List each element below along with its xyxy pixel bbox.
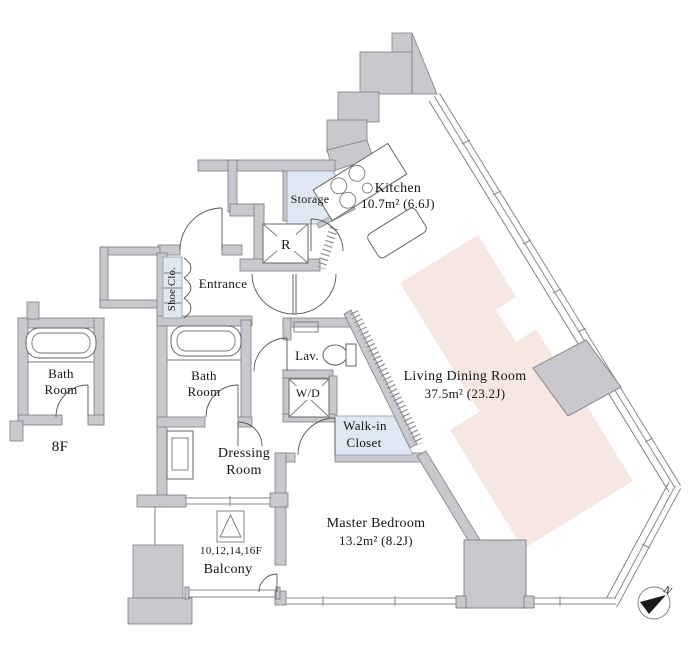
lavatory-door xyxy=(253,337,288,372)
bedroom-door xyxy=(297,417,336,456)
entrance-door xyxy=(179,207,223,251)
living-dining-label: Living Dining Room xyxy=(404,369,527,384)
washer-dryer-label: W/D xyxy=(296,386,320,400)
bath-label-line1: Bath xyxy=(191,368,217,383)
inner-wall-lines xyxy=(428,100,670,602)
balcony-floors-note: 10,12,14,16F xyxy=(200,545,262,557)
storage-label: Storage xyxy=(291,192,330,206)
bath-label-line2: Room xyxy=(188,384,221,399)
washer-dryer-box xyxy=(288,378,330,418)
refrigerator-box xyxy=(262,223,309,264)
balcony-railing xyxy=(154,507,281,600)
master-bedroom-area: 13.2m² (8.2J) xyxy=(339,533,413,548)
shoe-closet-label: Shoe Clo. xyxy=(167,267,178,311)
kitchen-label: Kitchen xyxy=(375,181,421,196)
bath-8f-door xyxy=(55,384,89,418)
lavatory-counter xyxy=(293,321,319,333)
bath-8f-label-line2: Room xyxy=(45,382,78,397)
walkin-closet-label-line2: Closet xyxy=(346,435,381,450)
toilet xyxy=(322,343,357,367)
hall-double-doors xyxy=(251,273,337,315)
roof-hatch-icon xyxy=(216,510,245,543)
lavatory-label: Lav. xyxy=(295,348,319,363)
structural-columns xyxy=(455,339,622,609)
bathtub-main xyxy=(167,325,242,361)
kitchen-island xyxy=(367,207,427,259)
labels: Storage Kitchen 10.7m² (6.6J) R Entrance… xyxy=(45,181,527,577)
bath-8f-label-line1: Bath xyxy=(48,366,74,381)
dressing-label-line2: Room xyxy=(226,463,261,478)
balcony-label: Balcony xyxy=(204,562,253,577)
walls xyxy=(9,32,484,625)
bathtub-8f xyxy=(25,327,97,363)
doors xyxy=(55,207,344,593)
dressing-label-line1: Dressing xyxy=(218,446,270,461)
dressing-room-door xyxy=(237,421,263,447)
refrigerator-label: R xyxy=(281,238,291,253)
balcony-door xyxy=(258,573,278,593)
shoe-closet-folding-doors xyxy=(183,257,192,319)
ldk-rug xyxy=(400,235,633,549)
balcony-window xyxy=(185,496,277,506)
vanity xyxy=(166,430,194,480)
kitchen-door xyxy=(310,218,344,252)
north-arrow-icon xyxy=(640,595,666,614)
living-dining-area: 37.5m² (23.2J) xyxy=(425,386,506,401)
master-bedroom-label: Master Bedroom xyxy=(327,516,426,531)
kitchen-area: 10.7m² (6.6J) xyxy=(361,196,435,211)
bath-8f-floor-note: 8F xyxy=(52,439,68,455)
stove xyxy=(312,142,408,222)
window-mullion-ticks xyxy=(322,139,654,606)
floor-step-hatching xyxy=(316,226,425,447)
entrance-label: Entrance xyxy=(199,276,248,291)
walkin-closet-label-line1: Walk-in xyxy=(343,418,387,433)
shoe-closet-box xyxy=(162,256,183,319)
bath-door xyxy=(205,384,239,418)
